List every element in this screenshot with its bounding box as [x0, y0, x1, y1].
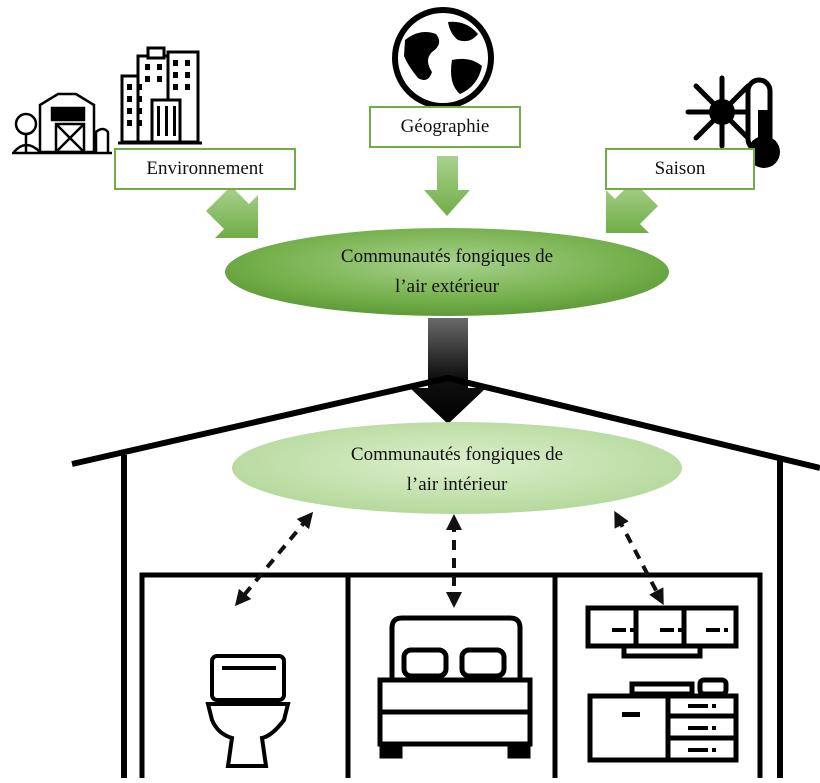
- farm-barn-icon: [12, 92, 112, 155]
- indoor-line-1: Communautés fongiques de: [350, 444, 564, 465]
- arrow-season: [606, 181, 658, 233]
- toilet-icon: [205, 654, 291, 768]
- geography-label: Géographie: [369, 106, 521, 148]
- season-label: Saison: [605, 148, 755, 190]
- outdoor-line-2: l’air extérieur: [395, 276, 499, 297]
- kitchen-cabinets-icon: [585, 605, 739, 763]
- arrow-environment: [206, 186, 258, 238]
- snowflake-thermometer-icon: [685, 75, 780, 168]
- arrow-geography: [424, 156, 470, 216]
- globe-icon: [392, 7, 494, 109]
- arrow-indoor-kitchen: [614, 510, 664, 606]
- city-buildings-icon: [118, 46, 202, 145]
- outdoor-ellipse-text: Communautés fongiques de l’air extérieur: [287, 242, 607, 302]
- outdoor-to-indoor-arrow: [410, 318, 486, 424]
- indoor-ellipse: [232, 422, 682, 514]
- arrow-indoor-bathroom: [234, 511, 314, 607]
- outdoor-line-1: Communautés fongiques de: [340, 246, 554, 267]
- outdoor-ellipse: [225, 228, 669, 316]
- house-outline: [71, 374, 820, 778]
- indoor-line-2: l’air intérieur: [406, 474, 508, 495]
- bed-icon: [377, 615, 533, 759]
- environment-label: Environnement: [114, 148, 296, 190]
- indoor-ellipse-text: Communautés fongiques de l’air intérieur: [297, 440, 617, 500]
